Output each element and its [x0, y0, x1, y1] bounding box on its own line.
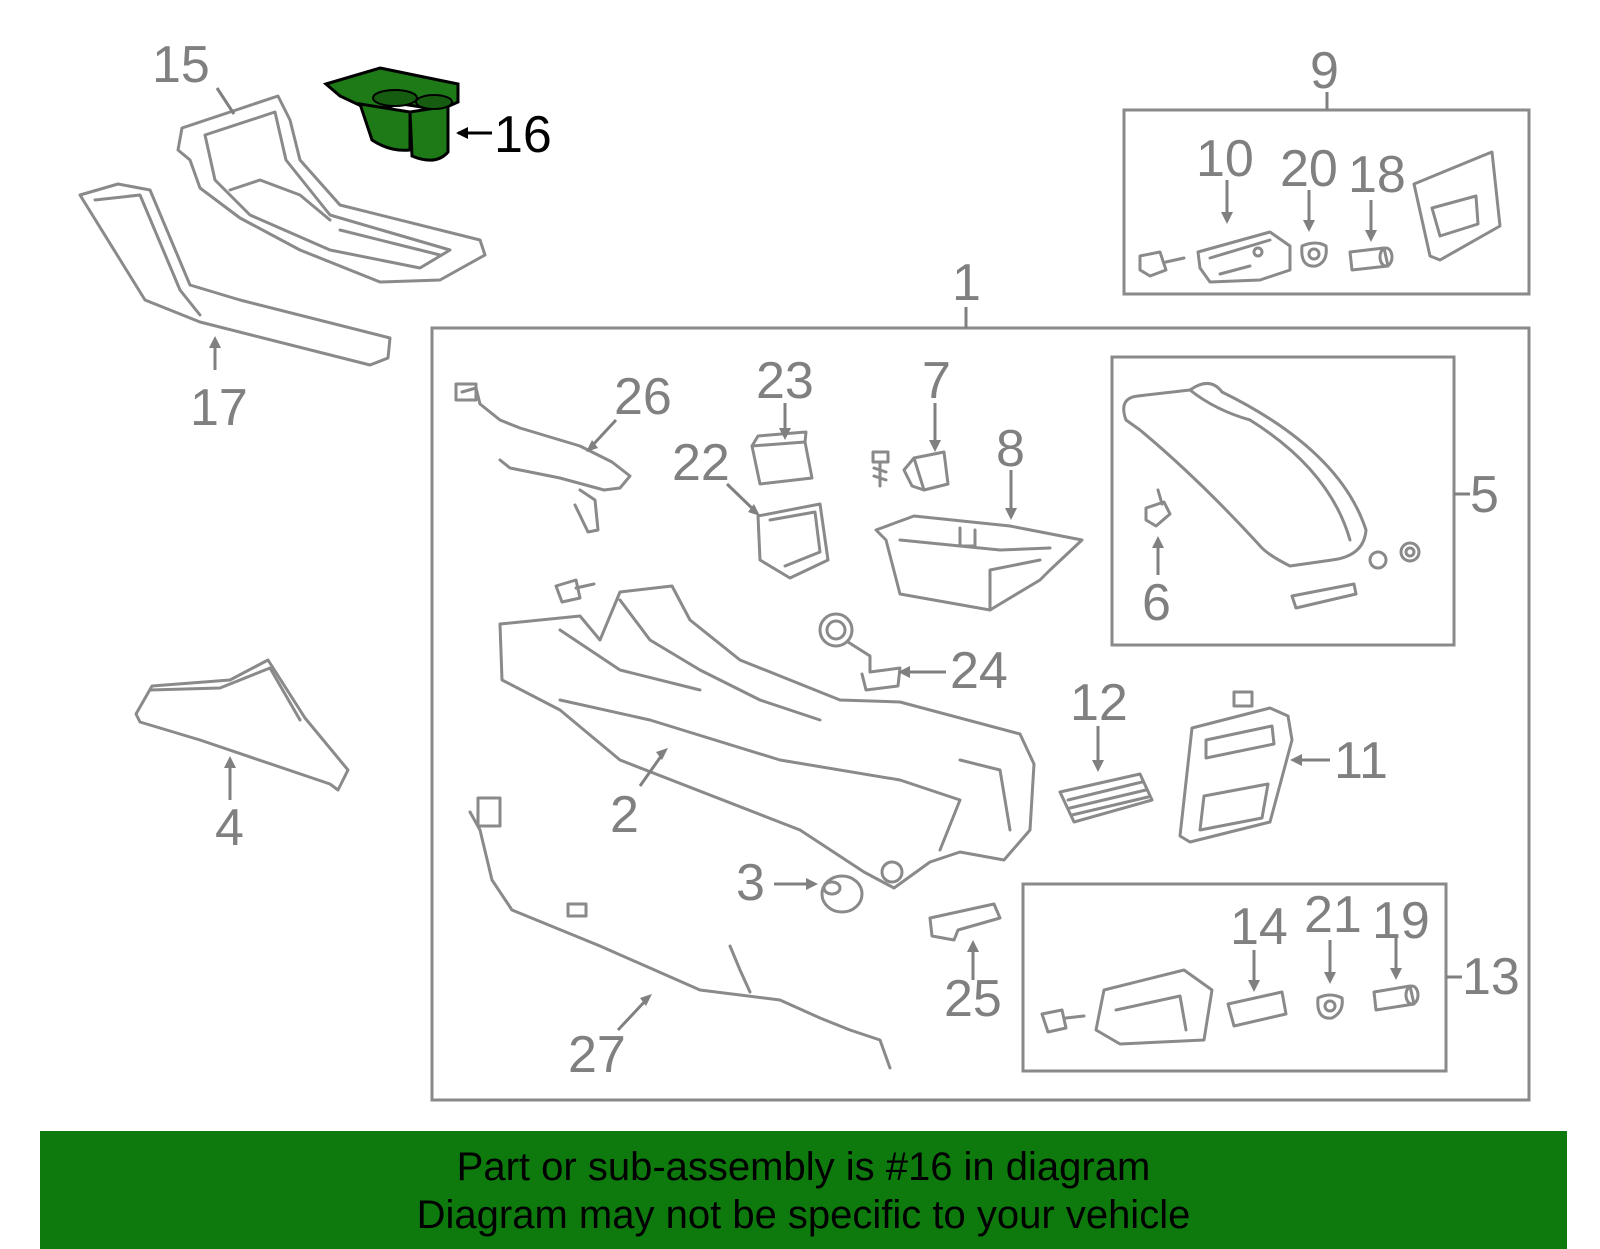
bolt-icon	[554, 578, 596, 604]
callout-5: 5	[1470, 466, 1499, 524]
callout-18: 18	[1348, 146, 1406, 204]
callout-17: 17	[190, 379, 248, 437]
bolt-icon	[1138, 250, 1186, 278]
part-15-trim-plate[interactable]	[176, 94, 487, 284]
callout-26: 26	[614, 368, 672, 426]
bolt-icon	[1040, 1008, 1086, 1034]
callout-14: 14	[1230, 898, 1288, 956]
callout-7: 7	[922, 352, 951, 410]
callout-13: 13	[1462, 948, 1520, 1006]
callout-15: 15	[152, 36, 210, 94]
part-23-switch[interactable]	[750, 430, 814, 486]
part-7-clip[interactable]	[902, 450, 950, 492]
callout-11: 11	[1334, 732, 1388, 790]
part-17-side-trim[interactable]	[78, 182, 392, 367]
assembly-1-box	[430, 326, 1531, 1102]
part-9-panel[interactable]	[1412, 150, 1502, 262]
part-16-cup-holder[interactable]	[322, 66, 460, 162]
part-12-vent[interactable]	[1058, 772, 1154, 824]
part-11-rear-bezel[interactable]	[1178, 690, 1294, 844]
callout-3: 3	[736, 854, 765, 912]
info-banner: Part or sub-assembly is #16 in diagram D…	[40, 1131, 1567, 1249]
callout-27: 27	[568, 1026, 626, 1084]
callout-6: 6	[1142, 574, 1171, 632]
callout-10: 10	[1196, 130, 1254, 188]
part-8-storage-bin[interactable]	[874, 514, 1084, 612]
part-4-lower-trim[interactable]	[134, 658, 350, 792]
callout-23: 23	[756, 352, 814, 410]
banner-line-2: Diagram may not be specific to your vehi…	[416, 1193, 1191, 1237]
callout-25: 25	[944, 970, 1002, 1028]
callout-19: 19	[1372, 892, 1430, 950]
callout-1: 1	[952, 254, 981, 312]
part-10-module[interactable]	[1196, 230, 1292, 284]
bolt-icon	[871, 450, 890, 488]
callout-20: 20	[1280, 140, 1338, 198]
part-20-clip[interactable]	[1300, 241, 1328, 268]
assembly-5-box	[1110, 355, 1456, 647]
part-19-pin[interactable]	[1372, 984, 1420, 1012]
part-26-harness[interactable]	[454, 382, 632, 534]
part-13-module[interactable]	[1094, 968, 1214, 1046]
part-18-pin[interactable]	[1348, 246, 1394, 272]
part-3-plug[interactable]	[820, 874, 864, 914]
part-21-clip[interactable]	[1316, 993, 1344, 1020]
callout-12: 12	[1070, 674, 1128, 732]
callout-16: 16	[494, 106, 552, 164]
part-6-bolt[interactable]	[1144, 488, 1172, 528]
callout-21: 21	[1304, 886, 1362, 944]
callout-24: 24	[950, 642, 1008, 700]
part-27-harness[interactable]	[468, 796, 892, 1070]
part-22-bracket[interactable]	[756, 502, 830, 580]
part-24-connector[interactable]	[818, 612, 902, 692]
callout-8: 8	[996, 420, 1025, 478]
part-5-armrest[interactable]	[1122, 382, 1421, 610]
part-25-bracket[interactable]	[928, 902, 1002, 942]
part-14-pad[interactable]	[1226, 990, 1288, 1028]
callout-22: 22	[672, 434, 730, 492]
callout-2: 2	[610, 786, 639, 844]
callout-4: 4	[215, 799, 244, 857]
banner-line-1: Part or sub-assembly is #16 in diagram	[456, 1145, 1151, 1189]
callout-9: 9	[1310, 42, 1339, 100]
part-2-console-base[interactable]	[498, 584, 1036, 890]
